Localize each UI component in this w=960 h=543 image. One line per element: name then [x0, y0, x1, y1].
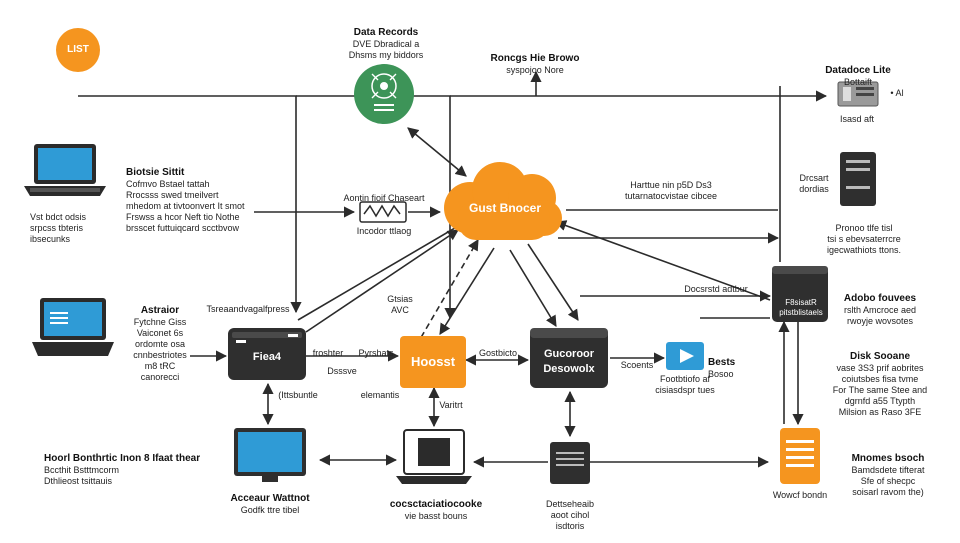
laptop-bottom-icon	[396, 429, 472, 484]
cloud-label: Gust Bnocer	[468, 201, 541, 215]
gateway-label: Gucoroor Desowolx	[543, 348, 595, 375]
gateway-node[interactable]	[530, 328, 608, 388]
media-caption: Footbtiofo af cisiasdspr tues	[655, 374, 715, 395]
monitor-icon	[234, 428, 306, 482]
connector	[297, 217, 473, 321]
cloud-note: Harttue nin p5D Ds3 tutarnatocvistae cib…	[624, 180, 718, 201]
connector-lines	[78, 70, 828, 468]
laptop-icon	[24, 144, 106, 196]
start-label: LIST	[67, 44, 89, 55]
router-left[interactable]	[228, 328, 306, 380]
play-icon[interactable]	[666, 342, 704, 370]
data-node[interactable]	[354, 64, 414, 124]
database-lite-caption: Isasd aft	[839, 114, 875, 124]
varnt-label: Varitrt	[439, 400, 463, 410]
router-left-bottom-label: (Ittsbuntle	[278, 390, 318, 400]
database-lite-device	[837, 81, 879, 107]
database-lite-tag: • Al	[890, 88, 904, 98]
connector	[415, 239, 479, 347]
signal-caption: Incodor ttlaog	[356, 226, 412, 236]
elaments-label: elemantis	[360, 390, 400, 400]
connector	[439, 247, 495, 335]
signal-icon	[359, 201, 407, 223]
hyshats-label: Pyrshats	[358, 348, 394, 358]
connector	[305, 229, 459, 333]
server-tower-icon	[840, 152, 876, 206]
rowller-label: froshter	[312, 348, 344, 358]
laptop-icon	[32, 298, 114, 356]
dhsen-label: Dsssve	[327, 366, 357, 376]
left-laptop-caption: Vst bdct odsis srpcss tbteris ibsecunks	[30, 212, 87, 244]
router-left-label: Fiea4	[252, 351, 282, 363]
rack-bottom	[550, 442, 590, 484]
cloud-node[interactable]	[444, 162, 562, 240]
router-left-top-label: Tsreaandvagalfpress	[206, 304, 290, 314]
connector	[554, 220, 771, 301]
connector	[527, 243, 579, 321]
host-label: Hoosst	[410, 354, 456, 369]
decoded-label: Docsrstd adtbur	[684, 284, 748, 294]
host-node[interactable]	[400, 336, 466, 388]
connector	[509, 249, 557, 327]
start-node[interactable]	[56, 28, 100, 72]
storage-label: Gtsias AVC	[387, 294, 413, 315]
goscbb-label: Gostbicto	[478, 348, 518, 358]
scsaats-label: Scoents	[620, 360, 654, 370]
rack-right[interactable]	[772, 266, 828, 322]
connector	[407, 127, 467, 177]
mobile-icon[interactable]	[780, 428, 820, 484]
mobile-caption: Wowcf bondn	[772, 490, 828, 500]
signal-label: Aontin fioif Chaseart	[343, 193, 425, 203]
